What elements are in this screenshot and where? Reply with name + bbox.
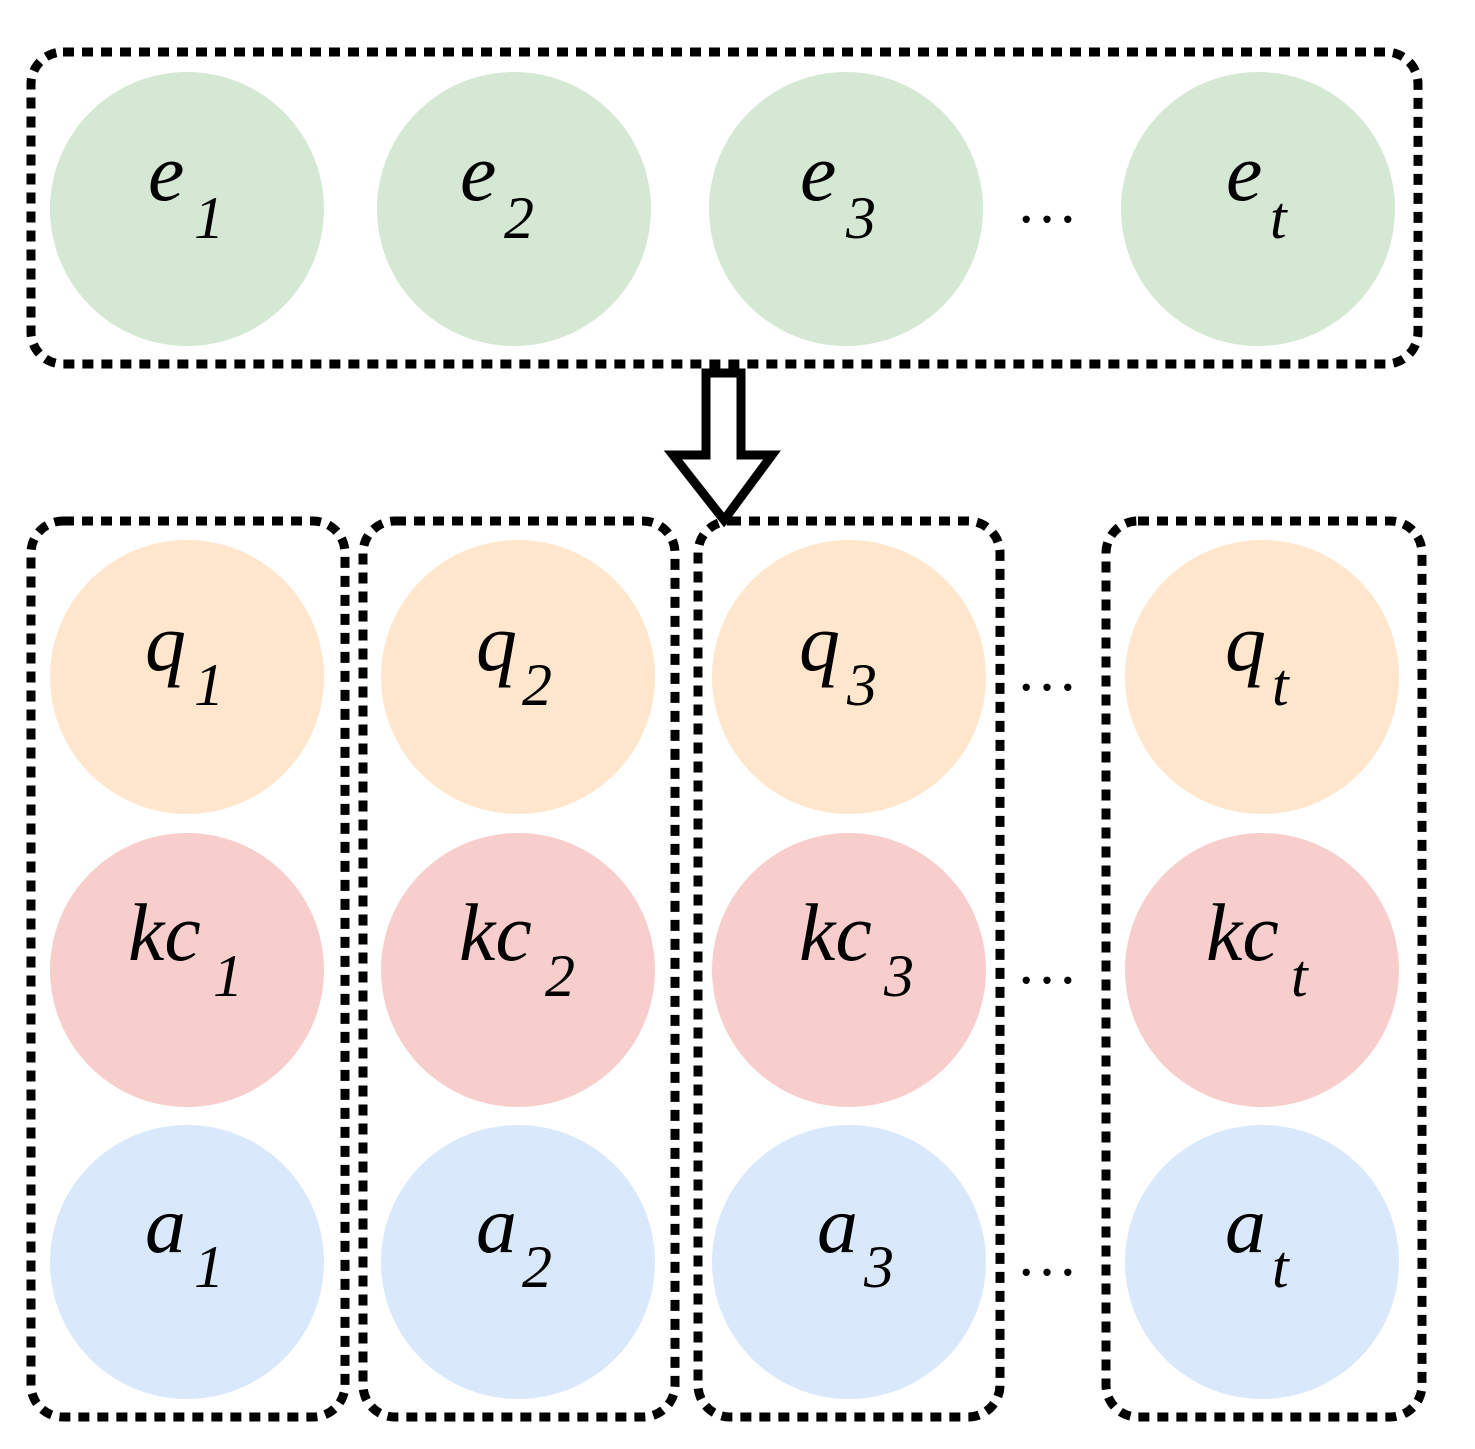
question-node-1-main: q	[145, 597, 186, 688]
column-1: q 1 kc 1 a 1	[50, 540, 324, 1399]
exercise-node-3: e 3	[709, 72, 983, 346]
question-node-3-sub: 3	[846, 652, 877, 718]
column-box-3	[693, 516, 1005, 1422]
column-3: q 3 kc 3 a 3	[712, 540, 986, 1399]
question-node-3-circle	[712, 540, 986, 814]
answer-node-3-main: a	[817, 1179, 858, 1270]
concept-row-ellipsis: …	[1016, 929, 1078, 997]
exercise-node-2: e 2	[377, 72, 651, 346]
answer-node-1-main: a	[145, 1179, 186, 1270]
exercise-node-2-sub: 2	[504, 185, 534, 251]
column-box-t	[1101, 516, 1427, 1422]
exercise-node-t: e t	[1121, 72, 1395, 346]
exercise-node-t-circle	[1121, 72, 1395, 346]
answer-node-1-circle	[50, 1125, 324, 1399]
answer-node-t-main: a	[1225, 1179, 1266, 1270]
question-node-3-main: q	[799, 597, 840, 688]
exercise-node-3-main: e	[800, 127, 836, 218]
answer-node-t-sub: t	[1272, 1234, 1290, 1300]
column-box-2	[358, 516, 680, 1422]
exercise-node-2-main: e	[460, 127, 496, 218]
question-node-2-main: q	[476, 597, 517, 688]
exercise-node-t-sub: t	[1270, 185, 1288, 251]
answer-node-2-circle	[381, 1125, 655, 1399]
exercise-node-2-circle	[377, 72, 651, 346]
column-2: q 2 kc 2 a 2	[381, 540, 655, 1399]
concept-node-3-sub: 3	[883, 943, 914, 1009]
exercise-ellipsis: …	[1016, 168, 1078, 236]
concept-node-1-circle	[50, 833, 324, 1107]
question-node-t-circle	[1125, 540, 1399, 814]
question-node-1-sub: 1	[194, 652, 224, 718]
question-node-t-sub: t	[1272, 652, 1290, 718]
answer-node-2-sub: 2	[522, 1234, 552, 1300]
column-box-1	[26, 516, 350, 1422]
answer-node-1-sub: 1	[194, 1234, 224, 1300]
answer-node-2-main: a	[476, 1179, 517, 1270]
exercise-node-1-circle	[50, 72, 324, 346]
question-node-t-main: q	[1225, 597, 1266, 688]
answer-node-3-circle	[712, 1125, 986, 1399]
concept-node-3-main: kc	[799, 887, 872, 978]
question-row-ellipsis: …	[1016, 636, 1078, 704]
question-node-2-circle	[381, 540, 655, 814]
concept-node-t-main: kc	[1206, 887, 1279, 978]
answer-node-3-sub: 3	[863, 1234, 894, 1300]
question-node-2-sub: 2	[522, 652, 552, 718]
concept-node-t-sub: t	[1291, 943, 1309, 1009]
concept-node-1-main: kc	[128, 887, 201, 978]
exercise-node-3-sub: 3	[845, 185, 876, 251]
answer-node-t-circle	[1125, 1125, 1399, 1399]
exercise-node-t-main: e	[1226, 127, 1262, 218]
hollow-down-arrow-icon	[663, 368, 781, 528]
concept-node-2-sub: 2	[545, 943, 575, 1009]
concept-node-1-sub: 1	[213, 943, 243, 1009]
column-t: q t kc t a t	[1125, 540, 1399, 1399]
answer-row-ellipsis: …	[1016, 1221, 1078, 1289]
exercise-node-1-main: e	[148, 127, 184, 218]
question-node-1-circle	[50, 540, 324, 814]
concept-node-2-circle	[381, 833, 655, 1107]
concept-node-t-circle	[1125, 833, 1399, 1107]
exercise-node-1-sub: 1	[194, 185, 224, 251]
exercise-node-1: e 1	[50, 72, 324, 346]
exercise-node-3-circle	[709, 72, 983, 346]
concept-node-2-main: kc	[459, 887, 532, 978]
concept-node-3-circle	[712, 833, 986, 1107]
